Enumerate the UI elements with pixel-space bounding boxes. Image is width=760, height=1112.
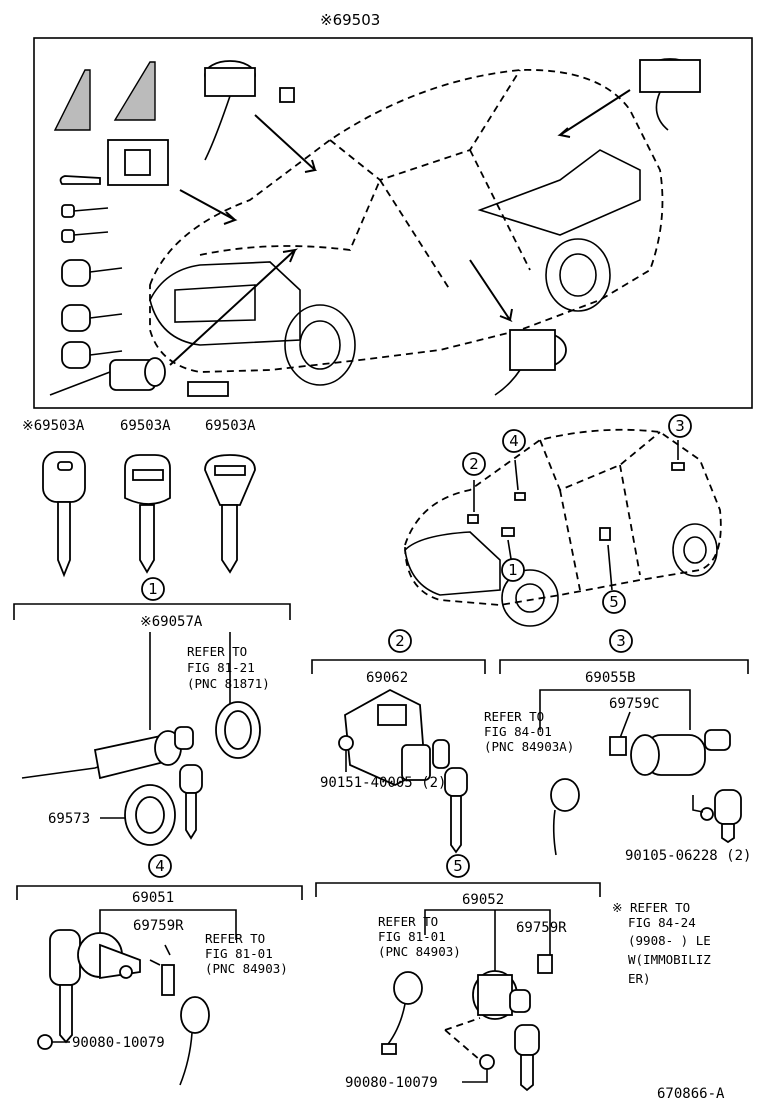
section-4-ref3: (PNC 84903) (205, 961, 288, 976)
section-5-p2: 69759R (516, 920, 567, 936)
section-4-bolt: 90080-10079 (72, 1035, 165, 1051)
note-line-1: ※ REFER TO (612, 900, 690, 915)
section-5-part: 69052 (462, 892, 504, 908)
index-callout-5: 5 (602, 590, 626, 614)
section-1-part: ※69057A (140, 614, 203, 630)
section-3-ref1: REFER TO (484, 709, 544, 724)
section-4-p2: 69759R (133, 918, 184, 934)
note-line-4: W(IMMOBILIZ (628, 952, 711, 967)
section-4: 4 69051 69759R REFER TO FIG 81-01 (PNC 8… (16, 854, 303, 1086)
top-frame (33, 37, 753, 409)
section-5-number: 5 (453, 857, 463, 875)
section-3-ref3: (PNC 84903A) (484, 739, 574, 754)
note-line-3: (9908- ) LE (628, 933, 711, 948)
section-5: 5 69052 REFER TO FIG 81-01 (PNC 84903) 6… (315, 854, 601, 1092)
note-line-5: ER) (628, 971, 651, 986)
note-block: ※ REFER TO FIG 84-24 (9908- ) LE W(IMMOB… (612, 900, 711, 986)
section-3-p2: 69759C (609, 696, 660, 712)
section-5-bolt: 90080-10079 (345, 1075, 438, 1091)
section-4-number: 4 (155, 857, 165, 875)
van-top-illustration (149, 69, 664, 386)
key-label-1: ※69503A (22, 418, 85, 434)
top-arrows (169, 89, 631, 366)
section-5-ref1: REFER TO (378, 914, 438, 929)
section-2: 2 69062 90151-40005 (2) (311, 629, 486, 854)
top-title: ※69503 (320, 11, 380, 29)
index-callout-3: 3 (668, 414, 692, 438)
note-line-2: FIG 84-24 (628, 915, 696, 930)
index-callout-1: 1 (501, 558, 525, 582)
key-3-illustration (204, 454, 256, 574)
section-4-ref2: FIG 81-01 (205, 946, 273, 961)
section-4-part: 69051 (132, 890, 174, 906)
key-label-2: 69503A (120, 418, 171, 434)
key-2-illustration (124, 454, 171, 574)
key-label-3: 69503A (205, 418, 256, 434)
section-1-ref3: (PNC 81871) (187, 676, 270, 691)
key-1-illustration (42, 451, 86, 578)
callout-4-text: 4 (509, 432, 519, 450)
section-3-bolt: 90105-06228 (2) (625, 848, 751, 864)
top-small-parts (49, 58, 701, 397)
footer-code: 670866-A (657, 1086, 725, 1102)
section-3-ref2: FIG 84-01 (484, 724, 552, 739)
index-callout-4: 4 (502, 429, 526, 453)
section-3-part: 69055B (585, 670, 636, 686)
section-2-number: 2 (395, 632, 405, 650)
section-4-ref1: REFER TO (205, 931, 265, 946)
section-1-ref2: FIG 81-21 (187, 660, 255, 675)
callout-1-text: 1 (508, 561, 518, 579)
callout-5-text: 5 (609, 593, 619, 611)
section-3-number: 3 (616, 632, 626, 650)
callout-2-text: 2 (469, 455, 479, 473)
section-5-ref3: (PNC 84903) (378, 944, 461, 959)
section-2-part: 69062 (366, 670, 408, 686)
index-callout-2: 2 (462, 452, 486, 476)
callout-3-text: 3 (675, 417, 685, 435)
section-1: 1 ※69057A REFER TO FIG 81-21 (PNC 81871)… (13, 577, 291, 846)
section-2-bolt: 90151-40005 (2) (320, 775, 446, 791)
section-1-number: 1 (148, 580, 158, 598)
section-1-p2: 69573 (48, 811, 90, 827)
section-1-ref1: REFER TO (187, 644, 247, 659)
van-index-illustration (404, 428, 722, 627)
section-5-ref2: FIG 81-01 (378, 929, 446, 944)
section-3: 3 69055B 69759C REFER TO FIG 84-01 (PNC … (484, 629, 751, 864)
